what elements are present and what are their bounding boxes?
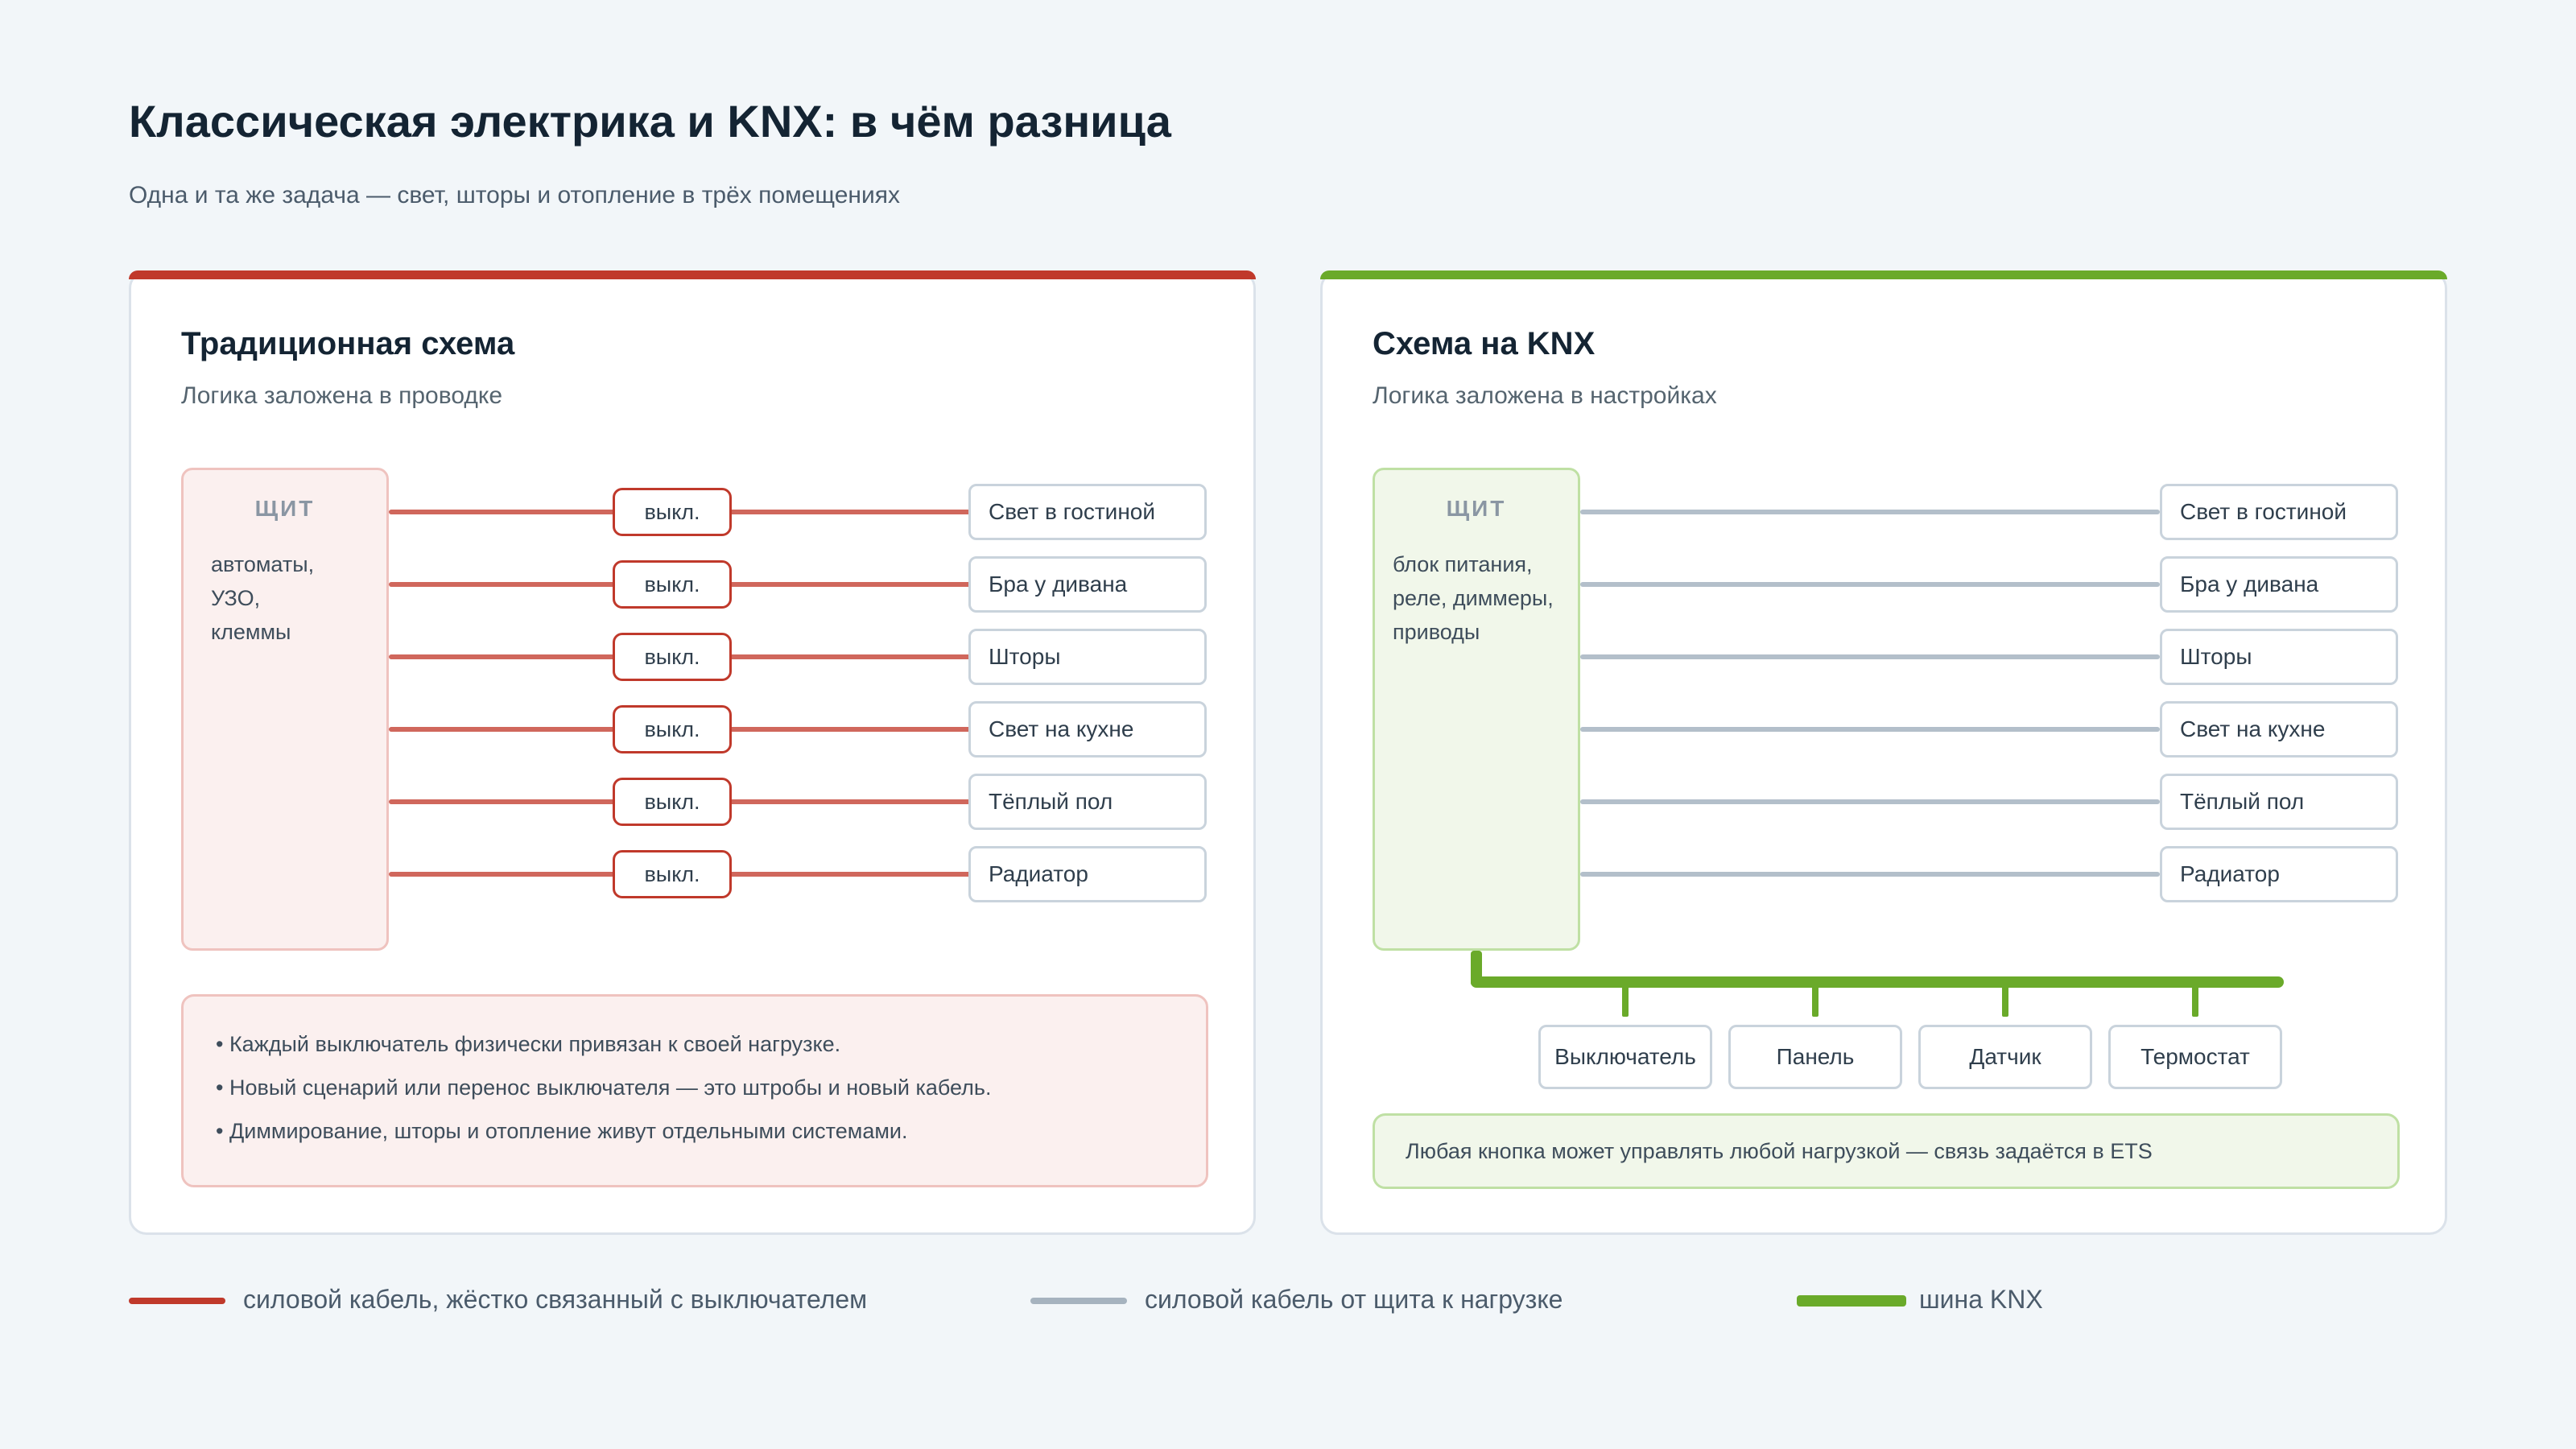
load-label: Свет на кухне xyxy=(2180,716,2326,741)
board-line: реле, диммеры, xyxy=(1393,586,1554,610)
switch-box: выкл. xyxy=(613,850,732,898)
power-cable-red xyxy=(389,510,1097,514)
switch-label: выкл. xyxy=(644,572,700,597)
knx-bus-branch xyxy=(2002,985,2008,1017)
board-line: приводы xyxy=(1393,620,1480,644)
board-line: УЗО, xyxy=(211,586,261,610)
device-label: Датчик xyxy=(1969,1044,2041,1069)
load-box: Шторы xyxy=(968,629,1207,685)
load-box: Радиатор xyxy=(2160,846,2398,902)
load-label: Бра у дивана xyxy=(2180,572,2319,597)
power-cable-grey xyxy=(1580,654,2160,659)
legend-label: шина KNX xyxy=(1919,1285,2043,1314)
load-label: Бра у дивана xyxy=(989,572,1128,597)
power-cable-red xyxy=(389,799,1097,804)
switch-box: выкл. xyxy=(613,778,732,826)
switch-box: выкл. xyxy=(613,705,732,753)
power-cable-grey xyxy=(1580,510,2160,514)
load-box: Свет на кухне xyxy=(968,701,1207,758)
switch-label: выкл. xyxy=(644,645,700,669)
switch-box: выкл. xyxy=(613,633,732,681)
load-label: Свет на кухне xyxy=(989,716,1134,741)
legend-label: силовой кабель, жёстко связанный с выклю… xyxy=(243,1285,868,1314)
load-label: Шторы xyxy=(989,644,1061,669)
load-box: Тёплый пол xyxy=(968,774,1207,830)
switch-label: выкл. xyxy=(644,500,700,524)
legend-label: силовой кабель от щита к нагрузке xyxy=(1145,1285,1563,1314)
load-box: Тёплый пол xyxy=(2160,774,2398,830)
load-box: Шторы xyxy=(2160,629,2398,685)
power-cable-grey xyxy=(1580,582,2160,587)
distribution-board: ЩИТ блок питания, реле, диммеры, приводы xyxy=(1373,468,1580,951)
device-label: Выключатель xyxy=(1554,1044,1696,1069)
panel-title: Схема на KNX xyxy=(1373,326,1596,361)
knx-bus-branch xyxy=(1812,985,1818,1017)
knx-note: Любая кнопка может управлять любой нагру… xyxy=(1373,1113,2400,1189)
load-label: Шторы xyxy=(2180,644,2252,669)
knx-device: Выключатель xyxy=(1538,1025,1712,1089)
load-label: Тёплый пол xyxy=(989,789,1113,814)
panel-subtitle: Логика заложена в проводке xyxy=(181,382,503,409)
power-cable-grey xyxy=(1580,727,2160,732)
load-box: Бра у дивана xyxy=(968,556,1207,613)
note-bullet: • Каждый выключатель физически привязан … xyxy=(216,1032,841,1056)
power-cable-red xyxy=(389,727,1097,732)
page-title: Классическая электрика и KNX: в чём разн… xyxy=(129,96,1171,147)
load-label: Радиатор xyxy=(2180,861,2280,886)
knx-device: Датчик xyxy=(1918,1025,2092,1089)
switch-label: выкл. xyxy=(644,790,700,814)
legend-grey-swatch xyxy=(1030,1298,1127,1304)
load-label: Свет в гостиной xyxy=(989,499,1155,524)
board-title: ЩИТ xyxy=(254,496,316,521)
knx-scheme-panel: Схема на KNX Логика заложена в настройка… xyxy=(1320,270,2447,1235)
load-box: Свет в гостиной xyxy=(2160,484,2398,540)
knx-bus-line xyxy=(1471,976,2284,988)
power-cable-red xyxy=(389,582,1097,587)
knx-device: Термостат xyxy=(2108,1025,2282,1089)
panel-title: Традиционная схема xyxy=(181,326,515,361)
power-cable-red xyxy=(389,872,1097,877)
knx-bus-branch xyxy=(2192,985,2198,1017)
load-label: Радиатор xyxy=(989,861,1088,886)
switch-box: выкл. xyxy=(613,560,732,609)
board-title: ЩИТ xyxy=(1446,496,1507,521)
switch-box: выкл. xyxy=(613,488,732,536)
board-line: клеммы xyxy=(211,620,291,644)
board-line: блок питания, xyxy=(1393,552,1533,576)
load-label: Тёплый пол xyxy=(2180,789,2305,814)
note-bullet: • Диммирование, шторы и отопление живут … xyxy=(216,1119,908,1143)
load-box: Свет в гостиной xyxy=(968,484,1207,540)
page-subtitle: Одна и та же задача — свет, шторы и отоп… xyxy=(129,182,900,208)
note-bullet: • Новый сценарий или перенос выключателя… xyxy=(216,1075,992,1100)
traditional-notes: • Каждый выключатель физически привязан … xyxy=(181,994,1208,1187)
panel-subtitle: Логика заложена в настройках xyxy=(1373,382,1717,409)
switch-label: выкл. xyxy=(644,862,700,886)
device-label: Термостат xyxy=(2140,1044,2250,1069)
device-label: Панель xyxy=(1776,1044,1855,1069)
knx-bus-branch xyxy=(1622,985,1629,1017)
load-box: Радиатор xyxy=(968,846,1207,902)
legend-red-swatch xyxy=(129,1298,225,1304)
power-cable-grey xyxy=(1580,872,2160,877)
panel-accent-bar xyxy=(129,270,1256,279)
knx-device: Панель xyxy=(1728,1025,1902,1089)
legend-green-swatch xyxy=(1797,1295,1906,1307)
load-box: Бра у дивана xyxy=(2160,556,2398,613)
switch-label: выкл. xyxy=(644,717,700,741)
load-box: Свет на кухне xyxy=(2160,701,2398,758)
traditional-scheme-panel: Традиционная схема Логика заложена в про… xyxy=(129,270,1256,1235)
load-label: Свет в гостиной xyxy=(2180,499,2347,524)
panel-accent-bar xyxy=(1320,270,2447,279)
power-cable-grey xyxy=(1580,799,2160,804)
power-cable-red xyxy=(389,654,1097,659)
distribution-board: ЩИТ автоматы, УЗО, клеммы xyxy=(181,468,389,951)
board-line: автоматы, xyxy=(211,552,315,576)
